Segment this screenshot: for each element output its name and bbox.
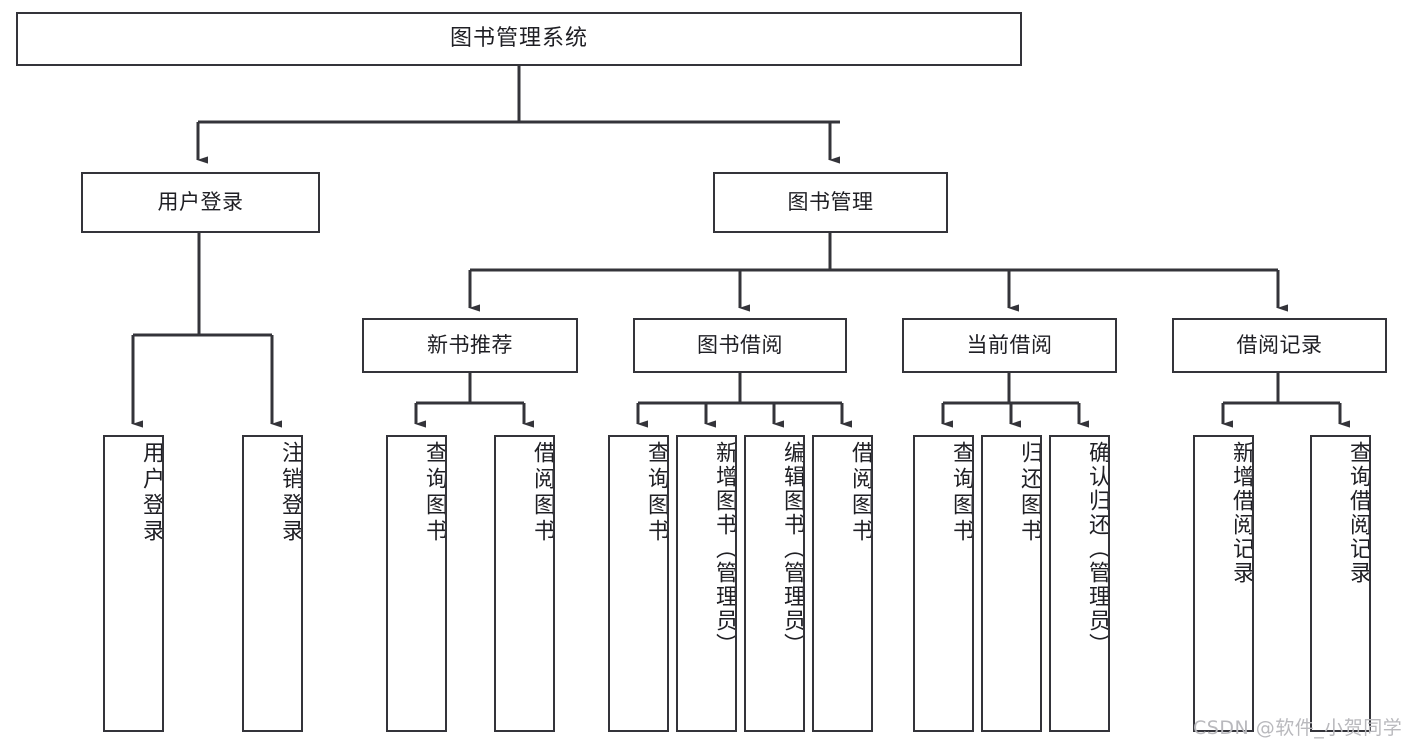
node-leaf-query-record-label: 查询借阅记录 <box>1346 441 1371 585</box>
node-leaf-borrow-book-1[interactable]: 借阅图书 <box>494 435 555 732</box>
node-leaf-query-book-1[interactable]: 查询图书 <box>386 435 447 732</box>
node-book-manage[interactable]: 图书管理 <box>713 172 948 233</box>
node-leaf-query-book-2[interactable]: 查询图书 <box>608 435 669 732</box>
node-leaf-add-book[interactable]: 新增图书（管理员） <box>676 435 737 732</box>
node-leaf-return-book[interactable]: 归还图书 <box>981 435 1042 732</box>
node-leaf-add-record[interactable]: 新增借阅记录 <box>1193 435 1254 732</box>
node-leaf-query-book-2-label: 查询图书 <box>644 441 669 545</box>
node-leaf-logout-label: 注销登录 <box>278 441 303 545</box>
node-book-borrow[interactable]: 图书借阅 <box>633 318 847 373</box>
node-leaf-return-book-label: 归还图书 <box>1017 441 1042 545</box>
node-leaf-borrow-book-2[interactable]: 借阅图书 <box>812 435 873 732</box>
node-leaf-borrow-book-1-label: 借阅图书 <box>530 441 555 545</box>
node-leaf-query-record[interactable]: 查询借阅记录 <box>1310 435 1371 732</box>
node-leaf-edit-book-label: 编辑图书（管理员） <box>780 441 805 657</box>
node-leaf-add-book-label: 新增图书（管理员） <box>712 441 737 657</box>
csdn-watermark: CSDN @软件_小贺同学 <box>1193 717 1403 739</box>
node-leaf-query-book-1-label: 查询图书 <box>422 441 447 545</box>
node-new-book-recommend-label: 新书推荐 <box>427 333 513 358</box>
node-leaf-edit-book[interactable]: 编辑图书（管理员） <box>744 435 805 732</box>
node-book-manage-label: 图书管理 <box>787 190 874 215</box>
node-user-login[interactable]: 用户登录 <box>81 172 320 233</box>
node-root-label: 图书管理系统 <box>449 26 588 52</box>
node-leaf-borrow-book-2-label: 借阅图书 <box>848 441 873 545</box>
node-user-login-label: 用户登录 <box>157 190 244 215</box>
node-root[interactable]: 图书管理系统 <box>16 12 1022 66</box>
node-leaf-query-book-3-label: 查询图书 <box>949 441 974 545</box>
node-current-borrow-label: 当前借阅 <box>966 333 1053 358</box>
node-leaf-user-login-label: 用户登录 <box>139 441 164 545</box>
node-leaf-add-record-label: 新增借阅记录 <box>1229 441 1254 585</box>
node-leaf-query-book-3[interactable]: 查询图书 <box>913 435 974 732</box>
node-leaf-logout[interactable]: 注销登录 <box>242 435 303 732</box>
node-borrow-record-label: 借阅记录 <box>1236 333 1323 358</box>
node-borrow-record[interactable]: 借阅记录 <box>1172 318 1387 373</box>
node-leaf-confirm-return[interactable]: 确认归还（管理员） <box>1049 435 1110 732</box>
node-leaf-user-login[interactable]: 用户登录 <box>103 435 164 732</box>
node-book-borrow-label: 图书借阅 <box>697 333 783 358</box>
node-new-book-recommend[interactable]: 新书推荐 <box>362 318 578 373</box>
node-leaf-confirm-return-label: 确认归还（管理员） <box>1085 441 1110 657</box>
node-current-borrow[interactable]: 当前借阅 <box>902 318 1117 373</box>
